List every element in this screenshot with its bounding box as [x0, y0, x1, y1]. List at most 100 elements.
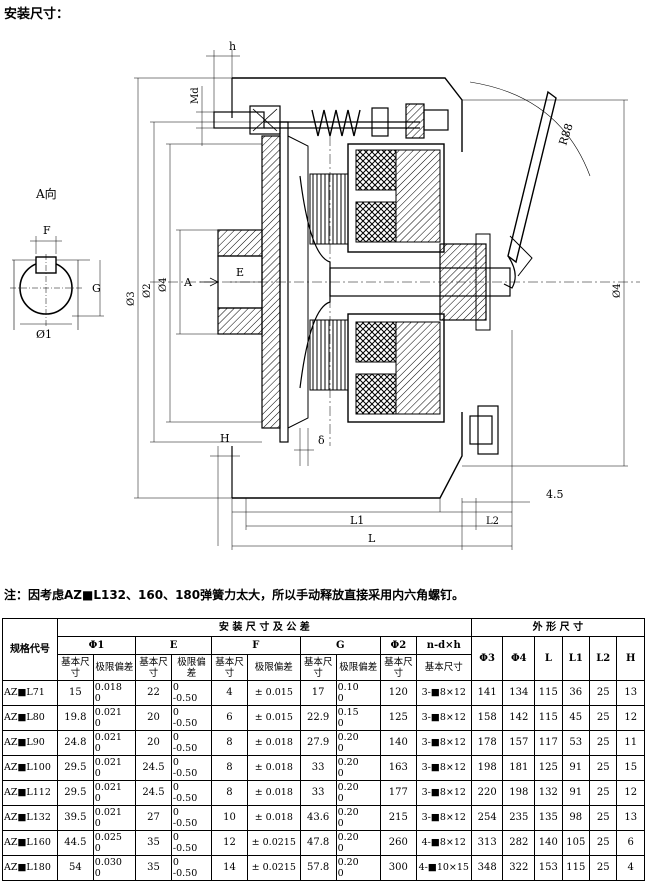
cell-model: AZ■L112 [2, 780, 58, 806]
cell-model: AZ■L132 [2, 805, 58, 831]
cell-l: 115 [534, 705, 563, 731]
cell-phi1-tolerance-line: 0.030 [94, 857, 122, 868]
cell-g-tolerance-line: 0 [337, 818, 344, 829]
cell-phi2: 140 [379, 730, 417, 756]
cell-g-tolerance-line: 0.20 [337, 857, 359, 868]
cell-g-tolerance-line: 0 [337, 718, 344, 729]
cell-h: 11 [616, 730, 645, 756]
header-basic: 基本尺寸 [379, 654, 417, 681]
cell-h: 13 [616, 805, 645, 831]
cell-phi1-tolerance-line: 0 [94, 693, 101, 704]
cell-phi4: 181 [502, 755, 536, 781]
header-install: 安 装 尺 寸 及 公 差 [56, 618, 472, 637]
cell-e-tolerance: 0-0.50 [170, 830, 213, 856]
cell-phi1-tolerance-line: 0 [94, 868, 101, 879]
cell-e: 24.5 [135, 755, 172, 781]
header-model: 规格代号 [2, 618, 58, 681]
cell-phi2: 163 [379, 755, 417, 781]
cell-e-tolerance: 0-0.50 [170, 855, 213, 881]
cell-model: AZ■L71 [2, 680, 58, 706]
header-basic: 基本尺寸 [299, 654, 337, 681]
cell-nd: 3-■8×12 [415, 805, 472, 831]
cell-model: AZ■L90 [2, 730, 58, 756]
cell-phi2: 177 [379, 780, 417, 806]
cell-l: 117 [534, 730, 563, 756]
cell-phi3: 254 [470, 805, 504, 831]
cell-l2: 25 [588, 805, 618, 831]
cell-h: 4 [616, 855, 645, 881]
cell-model: AZ■L80 [2, 705, 58, 731]
cell-phi1-tolerance-line: 0.021 [94, 807, 122, 818]
header-phi2: Φ2 [379, 636, 417, 655]
cell-e-tolerance-line: -0.50 [172, 818, 198, 829]
cell-phi1: 29.5 [56, 755, 94, 781]
cell-phi3: 178 [470, 730, 504, 756]
cell-phi1: 24.8 [56, 730, 94, 756]
cell-g-tolerance-line: 0.20 [337, 732, 359, 743]
cell-f: 14 [211, 855, 248, 881]
cell-g-tolerance-line: 0.20 [337, 757, 359, 768]
label-G: G [92, 282, 101, 295]
cell-l1: 53 [561, 730, 591, 756]
cell-g-tolerance-line: 0.20 [337, 832, 359, 843]
cell-l: 135 [534, 805, 563, 831]
label-Md: Md [190, 87, 201, 104]
cell-phi2: 125 [379, 705, 417, 731]
cell-e-tolerance-line: 0 [172, 682, 179, 693]
header-outer: 外 形 尺 寸 [470, 618, 646, 637]
cell-l: 140 [534, 830, 563, 856]
cell-phi4: 198 [502, 780, 536, 806]
cell-phi1: 15 [56, 680, 94, 706]
label-A: A [183, 276, 193, 289]
cell-phi1: 19.8 [56, 705, 94, 731]
cell-phi4: 157 [502, 730, 536, 756]
header-G: G [299, 636, 381, 655]
cell-e-tolerance-line: -0.50 [172, 718, 198, 729]
header-phi1: Φ1 [56, 636, 137, 655]
label-H: H [220, 432, 230, 445]
cell-e-tolerance-line: 0 [172, 857, 179, 868]
label-L2: L2 [486, 516, 499, 527]
cell-e-tolerance-line: -0.50 [172, 868, 198, 879]
label-phi2: Ø2 [142, 283, 153, 298]
cell-e: 20 [135, 730, 172, 756]
cell-e-tolerance-line: 0 [172, 707, 179, 718]
cell-phi1-tolerance-line: 0 [94, 843, 101, 854]
cell-phi2: 260 [379, 830, 417, 856]
cell-e-tolerance-line: -0.50 [172, 768, 198, 779]
cell-e-tolerance-line: 0 [172, 757, 179, 768]
cell-e: 35 [135, 830, 172, 856]
cell-nd: 3-■8×12 [415, 680, 472, 706]
cell-l1: 115 [561, 855, 591, 881]
cell-e-tolerance-line: -0.50 [172, 843, 198, 854]
cell-e: 20 [135, 705, 172, 731]
cell-phi1-tolerance-line: 0 [94, 818, 101, 829]
header-basic: 基本尺寸 [135, 654, 172, 681]
note-text: 注：因考虑AZ■L132、160、180弹簧力太大，所以手动释放直接采用内六角螺… [4, 588, 465, 602]
cell-g-tolerance-line: 0 [337, 693, 344, 704]
cell-e-tolerance: 0-0.50 [170, 680, 213, 706]
cell-g-tolerance-line: 0.10 [337, 682, 359, 693]
cell-phi3: 141 [470, 680, 504, 706]
cell-e: 35 [135, 855, 172, 881]
cell-l2: 25 [588, 680, 618, 706]
cell-e-tolerance-line: 0 [172, 832, 179, 843]
cell-l1: 45 [561, 705, 591, 731]
cell-phi2: 215 [379, 805, 417, 831]
cell-g: 33 [299, 755, 337, 781]
cell-f: 4 [211, 680, 248, 706]
cell-h: 12 [616, 780, 645, 806]
cell-f-tolerance: ± 0.018 [246, 805, 301, 831]
